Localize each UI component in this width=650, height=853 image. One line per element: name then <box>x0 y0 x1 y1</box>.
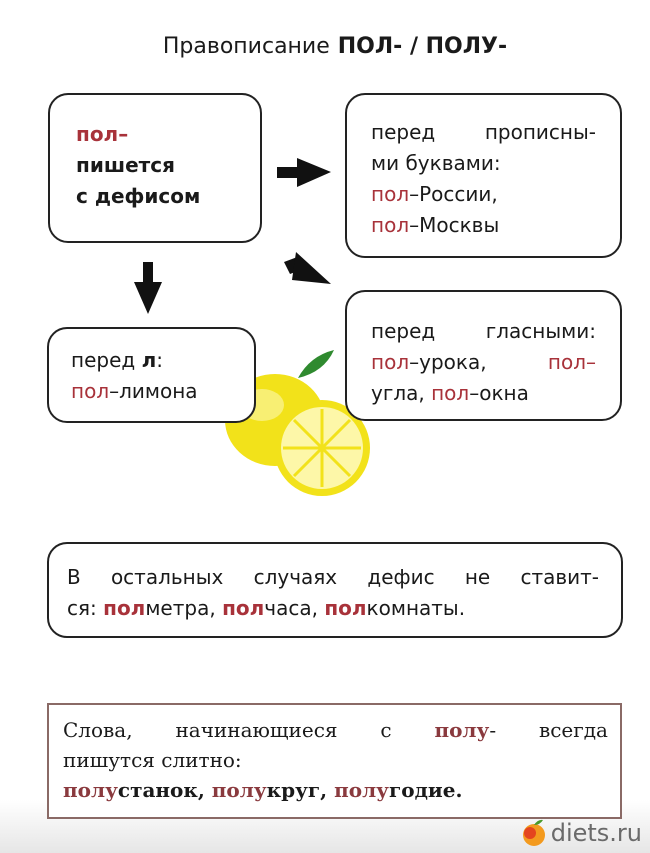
prefix-highlight: полу <box>434 718 490 742</box>
text-line: пол– <box>76 119 260 150</box>
text-line: ми буквами: <box>371 148 596 179</box>
rule-box-before-l: перед л:пол–лимона <box>47 327 256 423</box>
prefix-highlight: пол <box>371 213 410 237</box>
prefix-highlight: пол <box>324 596 367 620</box>
text-line: пишется <box>76 150 260 181</box>
prefix-highlight: пол– <box>76 122 129 146</box>
prefix-highlight: полу <box>334 778 389 802</box>
text-segment: –Москвы <box>409 213 500 237</box>
watermark-logo: diets.ru <box>521 819 642 847</box>
text-line: полустанок, полукруг, полугодие. <box>63 775 608 805</box>
text-line: перед гласными: <box>371 316 596 347</box>
text-line: перед л: <box>71 345 254 376</box>
text-line: угла, пол–окна <box>371 378 596 409</box>
text-segment: круг, <box>266 778 335 802</box>
text-segment: угла, <box>371 381 432 405</box>
text-segment: комнаты. <box>366 596 466 620</box>
arrow-diagonal-icon <box>284 252 331 284</box>
text-segment: ми буквами: <box>371 151 501 175</box>
text-segment: л <box>141 348 157 372</box>
text-line: В остальных случаях дефис не ставит- <box>67 562 599 593</box>
text-segment: В остальных случаях дефис не ставит- <box>67 565 599 589</box>
text-segment: станок, <box>117 778 212 802</box>
prefix-highlight: пол– <box>547 350 596 374</box>
text-line: пол–Москвы <box>371 210 596 241</box>
arrow-down-icon <box>134 262 162 314</box>
text-segment: - всегда <box>489 718 608 742</box>
text-line: пол–урока, пол– <box>371 347 596 378</box>
text-segment: с дефисом <box>76 184 201 208</box>
rule-box-capitals: перед прописны-ми буквами:пол–России,пол… <box>345 93 622 258</box>
text-segment: метра, <box>145 596 223 620</box>
text-segment: –урока, <box>409 350 548 374</box>
text-line: пишутся слитно: <box>63 745 608 775</box>
prefix-highlight: полу <box>63 778 118 802</box>
text-line: перед прописны- <box>371 117 596 148</box>
text-line: пол–лимона <box>71 376 254 407</box>
text-line: ся: полметра, полчаса, полкомнаты. <box>67 593 599 624</box>
text-segment: годие. <box>388 778 463 802</box>
text-segment: перед <box>71 348 142 372</box>
text-segment: : <box>156 348 163 372</box>
rule-box-vowels: перед гласными:пол–урока, пол–угла, пол–… <box>345 290 622 421</box>
text-segment: пишутся слитно: <box>63 748 242 772</box>
text-line: Слова, начинающиеся с полу- всегда <box>63 715 608 745</box>
prefix-highlight: пол <box>71 379 110 403</box>
text-line: пол–России, <box>371 179 596 210</box>
arrow-right-icon <box>277 158 331 187</box>
text-segment: пишется <box>76 153 175 177</box>
prefix-highlight: пол <box>431 381 470 405</box>
text-line: с дефисом <box>76 181 260 212</box>
apple-icon <box>522 819 545 846</box>
prefix-highlight: пол <box>371 182 410 206</box>
rule-box-hyphen: пол– пишется с дефисом <box>48 93 262 243</box>
text-segment: –окна <box>469 381 529 405</box>
rule-box-other-cases: В остальных случаях дефис не ставит-ся: … <box>47 542 623 638</box>
prefix-highlight: пол <box>371 350 410 374</box>
text-segment: –России, <box>409 182 498 206</box>
text-segment: ся: <box>67 596 104 620</box>
prefix-highlight: полу <box>211 778 267 802</box>
prefix-highlight: пол <box>103 596 146 620</box>
text-segment: перед гласными: <box>371 319 596 343</box>
text-segment: –лимона <box>109 379 198 403</box>
text-segment: перед прописны- <box>371 120 596 144</box>
text-segment: Слова, начинающиеся с <box>63 718 435 742</box>
prefix-highlight: пол <box>222 596 265 620</box>
text-segment: часа, <box>264 596 325 620</box>
